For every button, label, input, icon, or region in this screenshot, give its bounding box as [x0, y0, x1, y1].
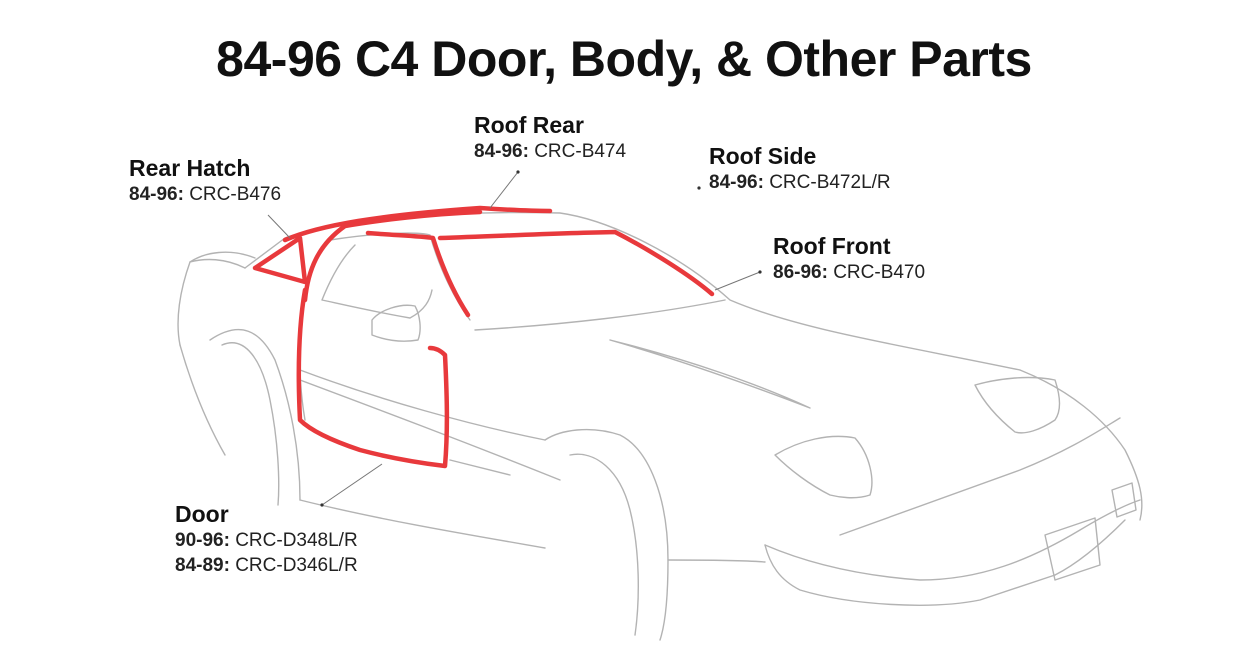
roof-front-name: Roof Front	[773, 233, 891, 259]
door-label: Door 90-96: CRC-D348L/R 84-89: CRC-D346L…	[175, 500, 358, 578]
roof-side-part: CRC-B472L/R	[769, 172, 891, 193]
door-part-1: CRC-D348L/R	[235, 530, 358, 551]
roof-side-label: Roof Side 84-96: CRC-B472L/R	[709, 142, 891, 195]
rear-hatch-seal	[252, 235, 308, 285]
door-line-2: 84-89: CRC-D346L/R	[175, 553, 358, 578]
roof-front-part: CRC-B470	[833, 262, 926, 283]
rear-hatch-line: 84-96: CRC-B476	[129, 182, 281, 207]
roof-rear-years: 84-96:	[474, 141, 529, 162]
roof-front-label: Roof Front 86-96: CRC-B470	[773, 232, 925, 285]
rear-hatch-label: Rear Hatch 84-96: CRC-B476	[129, 154, 281, 207]
door-part-2: CRC-D346L/R	[235, 555, 358, 576]
door-years-1: 90-96:	[175, 530, 230, 551]
roof-rear-seal	[282, 205, 553, 243]
roof-front-seal	[437, 229, 715, 297]
roof-rear-name: Roof Rear	[474, 112, 584, 138]
roof-side-seal	[302, 209, 483, 303]
roof-rear-line: 84-96: CRC-B474	[474, 139, 626, 164]
roof-side-line: 84-96: CRC-B472L/R	[709, 170, 891, 195]
door-leader	[321, 463, 383, 506]
roof-side-years: 84-96:	[709, 172, 764, 193]
roof-front-years: 86-96:	[773, 262, 828, 283]
roof-front-dot	[758, 270, 762, 274]
rear-hatch-leader	[267, 214, 291, 239]
roof-rear-leader	[489, 171, 519, 209]
rear-hatch-years: 84-96:	[129, 184, 184, 205]
roof-side-inner-seal	[365, 230, 471, 318]
door-name: Door	[175, 501, 229, 527]
leader-lines	[267, 170, 762, 507]
roof-rear-part: CRC-B474	[534, 141, 627, 162]
seal-paths	[252, 205, 715, 469]
rear-hatch-part: CRC-B476	[189, 184, 282, 205]
roof-side-dot	[697, 186, 701, 190]
door-dot	[320, 503, 324, 507]
roof-side-name: Roof Side	[709, 143, 817, 169]
door-years-2: 84-89:	[175, 555, 230, 576]
roof-rear-dot	[516, 170, 520, 174]
page-title: 84-96 C4 Door, Body, & Other Parts	[216, 31, 1032, 87]
door-line-1: 90-96: CRC-D348L/R	[175, 528, 358, 553]
roof-front-leader	[714, 271, 761, 291]
roof-rear-label: Roof Rear 84-96: CRC-B474	[474, 111, 626, 164]
rear-hatch-name: Rear Hatch	[129, 155, 251, 181]
roof-front-line: 86-96: CRC-B470	[773, 260, 925, 285]
door-seal	[296, 287, 450, 469]
